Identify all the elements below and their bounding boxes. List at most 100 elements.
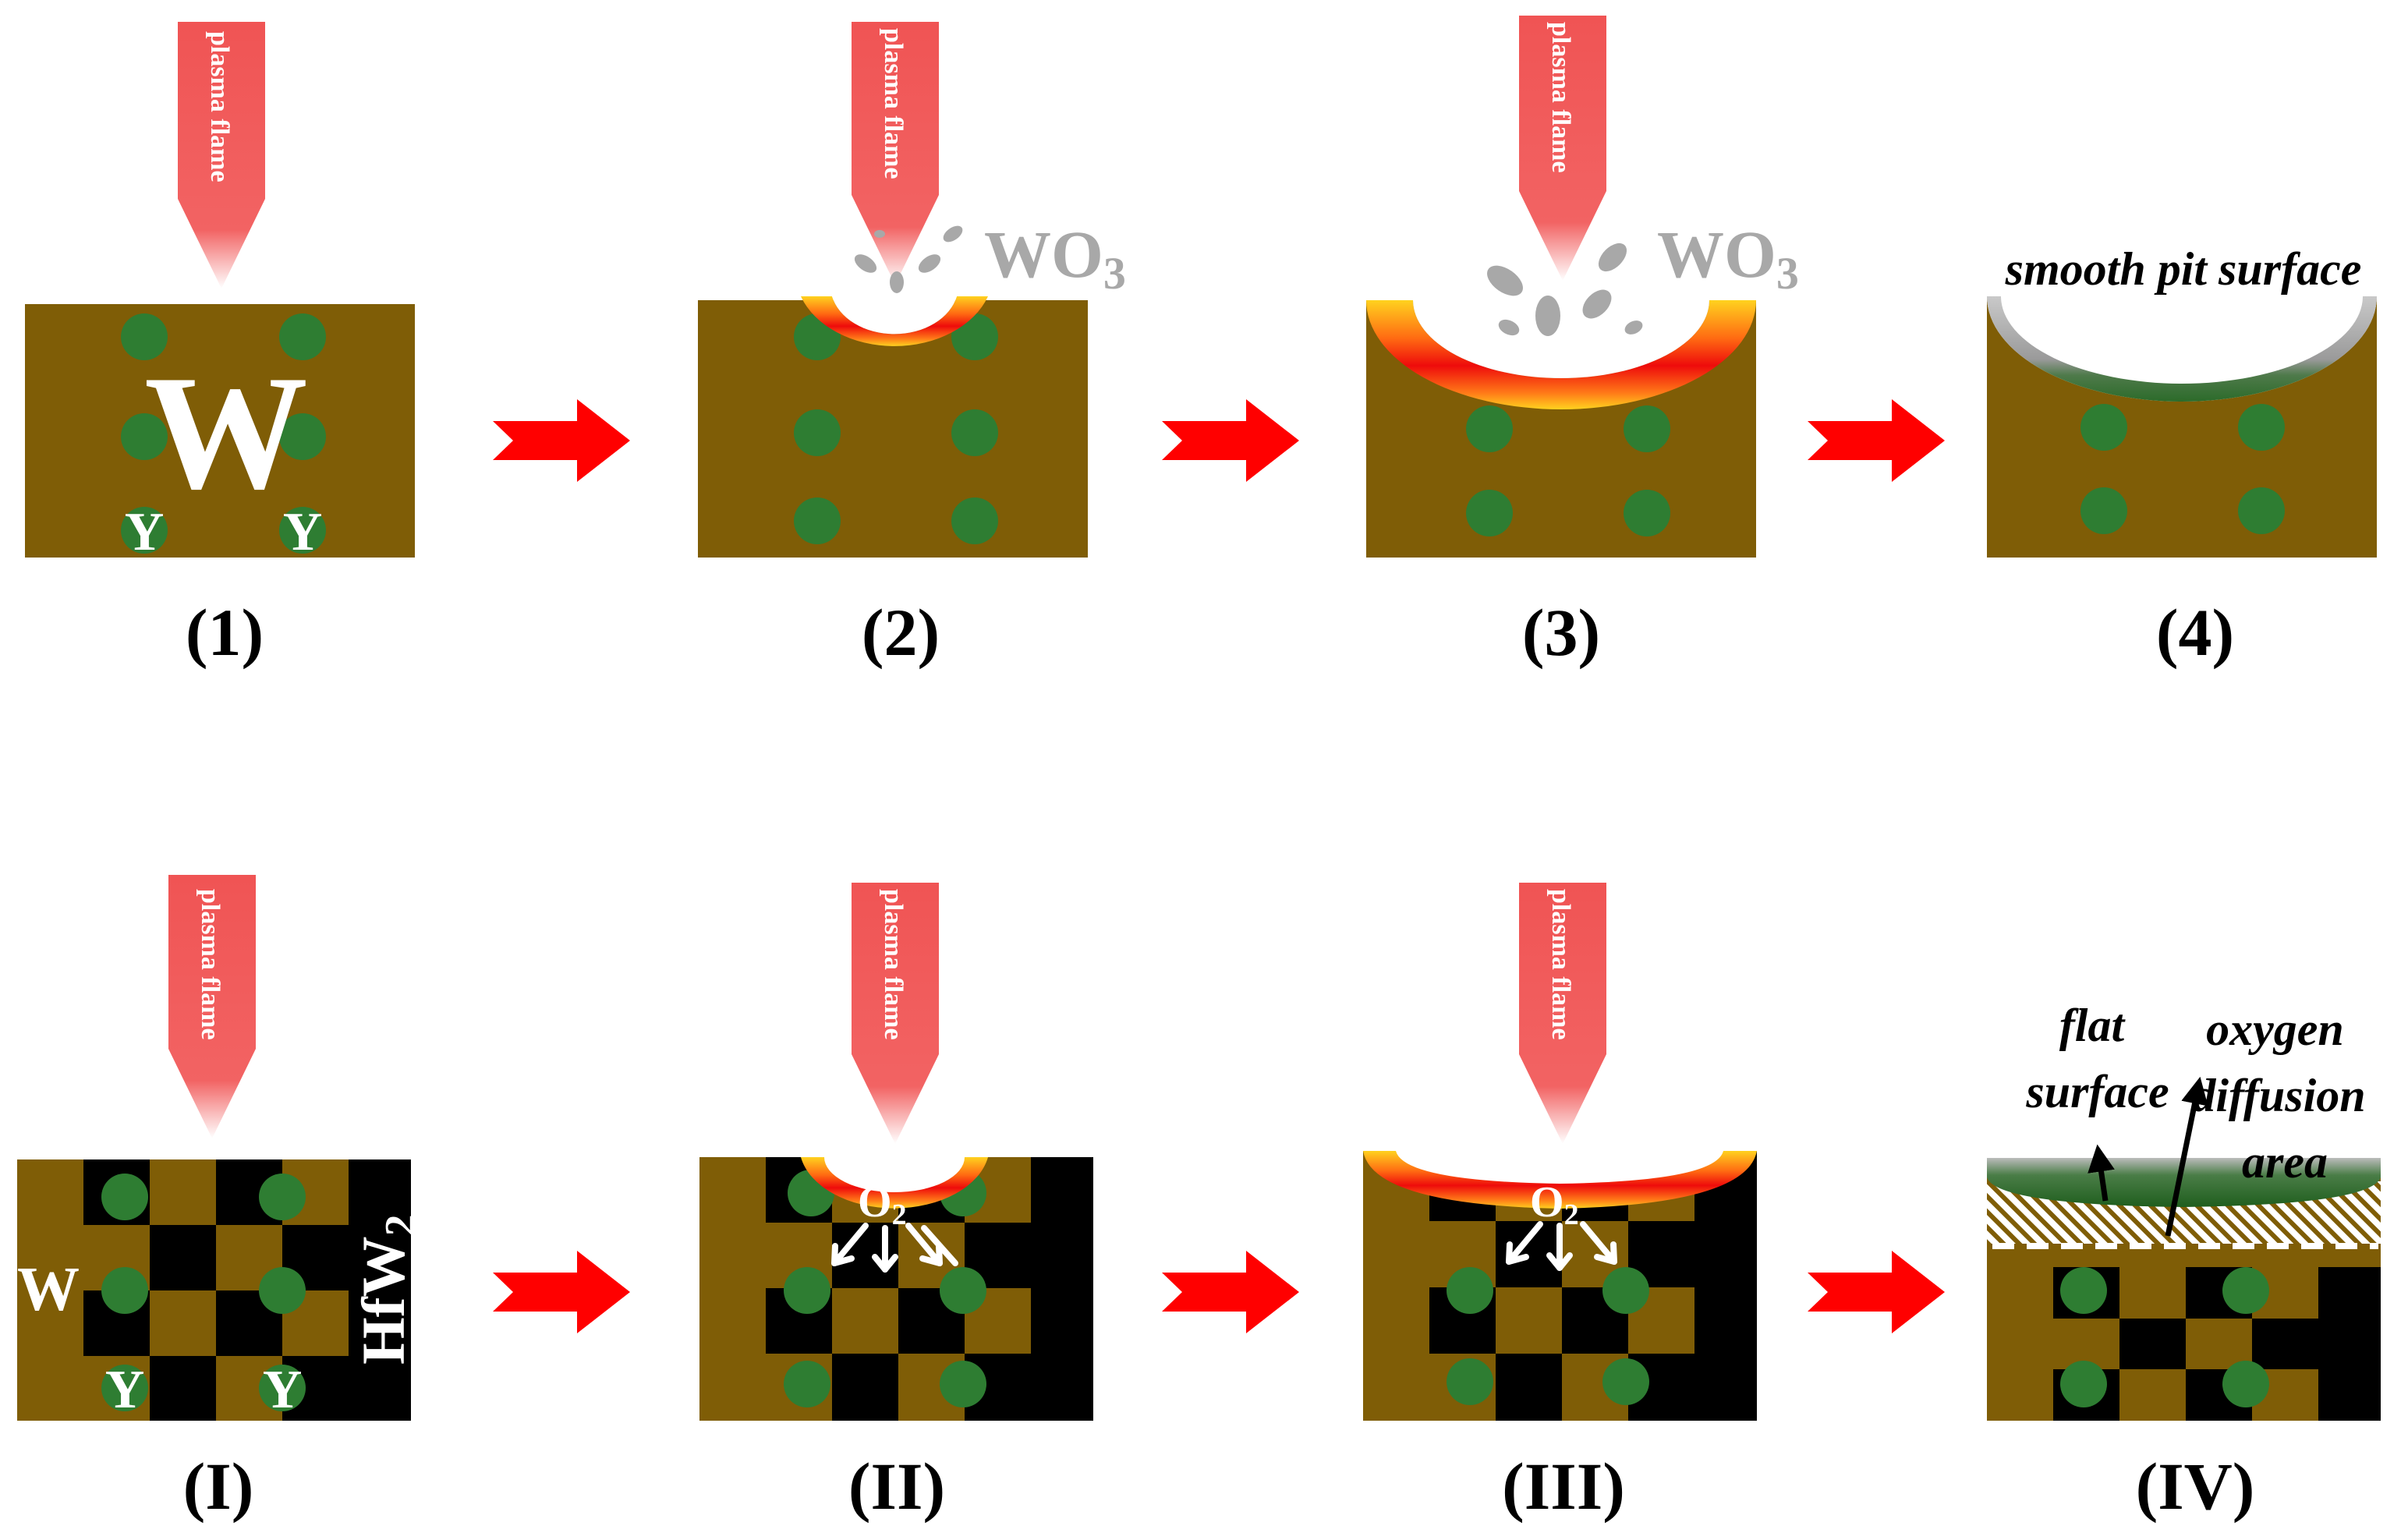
plasma-flame-label: plasma flame bbox=[1546, 22, 1575, 173]
y-particle bbox=[1447, 1267, 1493, 1314]
y-particle bbox=[259, 1174, 306, 1220]
plasma-flame-arrow: plasma flame bbox=[178, 22, 265, 289]
process-arrow bbox=[493, 1251, 630, 1333]
w-matrix-block bbox=[25, 304, 415, 558]
panel-I: plasma flame W Y Y HfW2 (I) bbox=[17, 875, 425, 1524]
y-particle bbox=[1602, 1358, 1649, 1405]
y-particle bbox=[279, 507, 326, 554]
w-label: W bbox=[17, 1255, 80, 1324]
y-particle bbox=[1466, 490, 1513, 536]
panel-caption: (3) bbox=[1522, 595, 1600, 670]
y-particle bbox=[1447, 1358, 1493, 1405]
process-arrow bbox=[1808, 399, 1945, 482]
y-particle bbox=[259, 1267, 306, 1314]
hfw2-label: HfW2 bbox=[349, 1214, 425, 1365]
panel-caption: (II) bbox=[848, 1449, 945, 1524]
y-particle bbox=[2222, 1361, 2269, 1407]
o2-label: O2 bbox=[858, 1178, 907, 1231]
smooth-pit-surface-label: smooth pit surface bbox=[2005, 243, 2362, 295]
y-particle bbox=[2238, 404, 2285, 451]
pit-cavity bbox=[1396, 1151, 1723, 1184]
y-particle bbox=[1624, 490, 1670, 536]
pit-cavity bbox=[832, 296, 957, 335]
pit-cavity bbox=[824, 1157, 965, 1192]
y-particle bbox=[259, 1365, 306, 1411]
process-arrow bbox=[1162, 1251, 1299, 1333]
y-particle bbox=[940, 1361, 986, 1407]
y-particle bbox=[1466, 405, 1513, 452]
panel-4: smooth pit surface (4) bbox=[1987, 243, 2377, 670]
plasma-flame-label: plasma flame bbox=[196, 889, 225, 1040]
y-particle bbox=[1624, 405, 1670, 452]
melt-pool bbox=[801, 296, 988, 346]
flat-surface-label: flat surface bbox=[2025, 1000, 2169, 1117]
panel-caption: (I) bbox=[183, 1449, 254, 1524]
y-particle bbox=[2238, 487, 2285, 534]
pointer-arrow bbox=[2165, 1076, 2208, 1237]
plasma-flame-label: plasma flame bbox=[879, 889, 908, 1040]
panel-caption: (IV) bbox=[2136, 1449, 2255, 1524]
y-label: Y bbox=[283, 502, 323, 562]
panel-IV: flat surface oxygen diffusion area (IV) bbox=[1987, 1000, 2381, 1524]
pointer-arrow bbox=[2088, 1144, 2115, 1202]
o2-diffusion-arrows bbox=[1506, 1221, 1617, 1271]
w-hfw2-checker-block bbox=[17, 1159, 411, 1421]
process-arrow bbox=[1808, 1251, 1945, 1333]
panel-III: plasma flame O2 bbox=[1363, 883, 1757, 1524]
plasma-flame-arrow: plasma flame bbox=[168, 875, 256, 1138]
panel-caption: (III) bbox=[1502, 1449, 1625, 1524]
melt-pool bbox=[1366, 300, 1756, 409]
oxygen-diffusion-label: oxygen diffusion area bbox=[2192, 1004, 2377, 1188]
y-particle bbox=[2060, 1267, 2107, 1314]
plasma-flame-arrow: plasma flame bbox=[852, 883, 939, 1144]
panel-1: plasma flame W Y Y (1) bbox=[25, 22, 415, 670]
y-particle bbox=[784, 1267, 830, 1314]
y-particle bbox=[794, 497, 841, 544]
wo3-label: WO3 bbox=[1657, 217, 1799, 299]
y-particle bbox=[101, 1174, 148, 1220]
y-particle bbox=[121, 413, 168, 460]
y-particle bbox=[794, 409, 841, 456]
plasma-flame-arrow: plasma flame bbox=[1519, 16, 1606, 281]
pit-cavity bbox=[1413, 300, 1709, 378]
y-particle bbox=[2222, 1267, 2269, 1314]
y-particle bbox=[784, 1361, 830, 1407]
y-particle bbox=[940, 1267, 986, 1314]
y-particle bbox=[279, 413, 326, 460]
y-particle bbox=[951, 409, 998, 456]
panel-2: plasma flame WO3 (2) bbox=[698, 22, 1126, 670]
w-label: W bbox=[144, 342, 308, 523]
y-label: Y bbox=[105, 1360, 145, 1420]
y-particle bbox=[2080, 404, 2127, 451]
y-particle bbox=[2060, 1361, 2107, 1407]
wo3-droplets bbox=[854, 225, 963, 293]
y-particle bbox=[101, 1365, 148, 1411]
y-particle bbox=[1602, 1267, 1649, 1314]
wo3-label: WO3 bbox=[984, 217, 1126, 299]
process-arrow bbox=[1162, 399, 1299, 482]
wo3-droplets bbox=[1487, 243, 1643, 336]
panel-3: plasma flame WO3 (3) bbox=[1366, 16, 1799, 670]
process-arrow bbox=[493, 399, 630, 482]
plasma-flame-label: plasma flame bbox=[1546, 889, 1575, 1040]
plasma-flame-arrow: plasma flame bbox=[1519, 883, 1606, 1144]
y-particle bbox=[2080, 487, 2127, 534]
y-particle bbox=[101, 1267, 148, 1314]
panel-caption: (2) bbox=[862, 595, 940, 670]
y-particle bbox=[121, 313, 168, 360]
panel-caption: (1) bbox=[186, 595, 264, 670]
panel-caption: (4) bbox=[2156, 595, 2234, 670]
oxide-layer bbox=[1987, 296, 2377, 402]
y-label: Y bbox=[125, 502, 165, 562]
o2-label: O2 bbox=[1530, 1178, 1579, 1231]
y-particle bbox=[951, 497, 998, 544]
plasma-flame-label: plasma flame bbox=[205, 31, 234, 182]
plasma-flame-arrow: plasma flame bbox=[852, 22, 939, 285]
o2-diffusion-arrows bbox=[831, 1223, 958, 1273]
panel-II: plasma flame bbox=[699, 883, 1093, 1524]
flat-surface-film bbox=[1987, 1158, 2381, 1207]
y-particle bbox=[121, 507, 168, 554]
plasma-flame-label: plasma flame bbox=[879, 28, 908, 179]
